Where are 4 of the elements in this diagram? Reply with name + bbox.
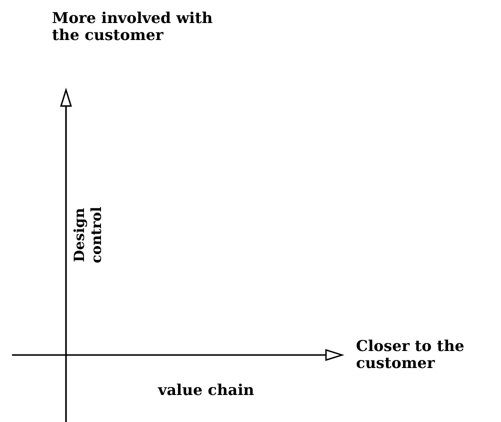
axis-label: More involved with the customer (52, 10, 214, 44)
axis-label: Design control (72, 206, 106, 266)
axis-label: Closer to the customer (356, 338, 466, 372)
axis-label: value chain (158, 382, 254, 399)
